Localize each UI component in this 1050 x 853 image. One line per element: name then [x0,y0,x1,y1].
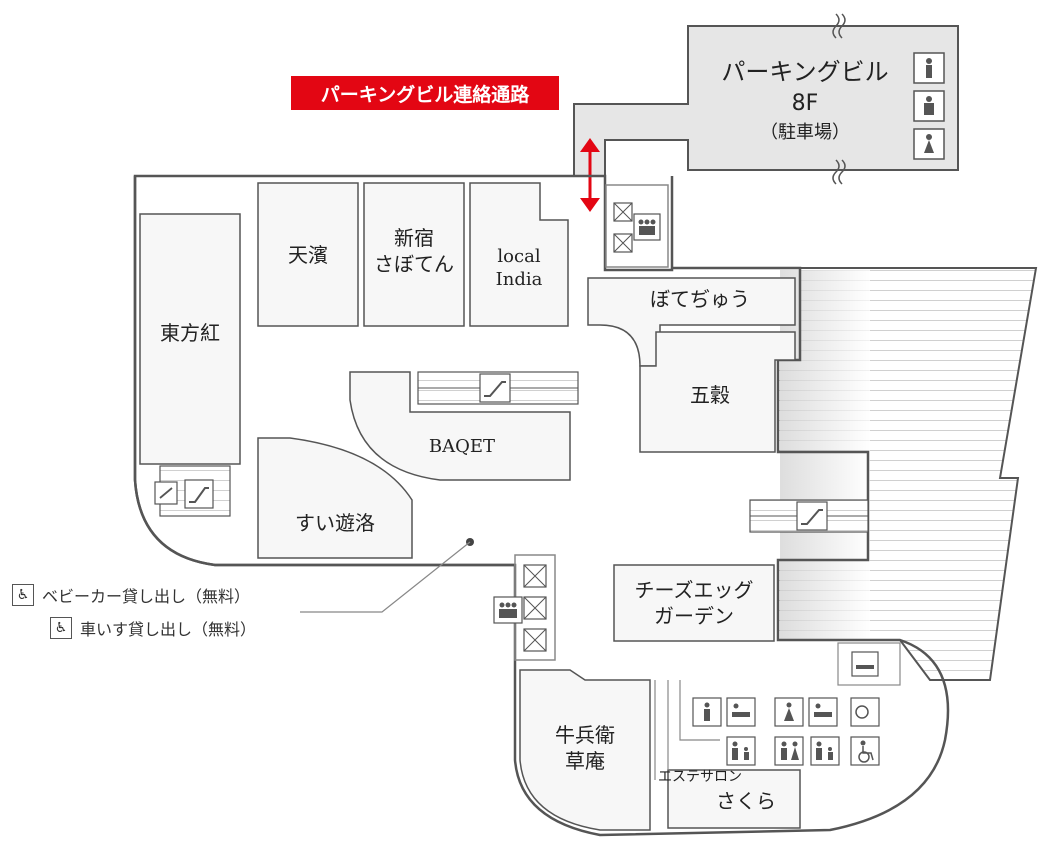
elevator-group-top [605,184,669,268]
escalator-icon [184,479,214,509]
elevator-group-bottom [493,554,556,661]
shop-label: India [496,269,543,290]
rental-point-marker [300,538,474,613]
shop-label: ぼてぢゅう [650,287,750,311]
shop-baqet[interactable]: BAQET [349,371,571,481]
shop-gokoku[interactable]: 五穀 [639,331,796,453]
shop-shinjuku-saboten[interactable]: 新宿 さぼてん [363,182,465,327]
shop-label: 牛兵衛 [555,723,615,747]
parking-floor: 8F [792,91,819,116]
shop-label: 東方紅 [160,321,220,345]
shop-label: BAQET [429,436,495,457]
break-mark-icon [832,159,846,185]
legend-wheelchair-label: 車いす貸し出し（無料） [80,620,257,639]
shop-label: 五穀 [690,383,730,407]
parking-building: パーキングビル 8F （駐車場） [573,13,959,185]
parking-subtitle: （駐車場） [760,122,850,143]
shop-label: 新宿 [394,226,434,250]
escalator-icon [796,501,828,531]
shop-gyubee-soan[interactable]: 牛兵衛 草庵 [519,669,651,831]
ostomate-icon [850,697,880,727]
parking-connection-banner: パーキングビル連絡通路 [291,76,559,110]
shop-suiyuraku[interactable]: すい遊洛 [257,437,413,559]
facility-icons [692,697,880,766]
shop-label: 草庵 [565,749,605,773]
shop-label: すい遊洛 [295,511,375,535]
family-restroom-icon [810,736,840,766]
smoking-icon [851,651,879,677]
shop-label: さくら [716,789,776,813]
shop-local-india[interactable]: local India [469,182,569,327]
restroom-icons [913,52,945,160]
break-mark-icon [832,13,846,39]
legend-wheelchair: ♿ 車いす貸し出し（無料） [50,616,256,640]
stair-area [777,267,1038,681]
shop-label: チーズエッグ [635,578,754,602]
shop-cheese-egg-garden[interactable]: チーズエッグ ガーデン [613,564,775,642]
shop-tohokou[interactable]: 東方紅 [139,213,241,465]
parking-title: パーキングビル [721,58,888,86]
family-restroom-icon [726,736,756,766]
legend-stroller: ♿ ベビーカー貸し出し（無料） [12,583,250,607]
stairs-left [154,465,231,517]
escalator-center [417,371,579,405]
escalator-icon [479,373,511,403]
shop-label: 天濱 [288,243,328,267]
wheelchair-icon: ♿ [50,617,72,639]
shop-label: ガーデン [654,604,734,628]
shop-label: さぼてん [374,252,454,276]
legend-stroller-label: ベビーカー貸し出し（無料） [42,587,251,606]
shop-label: エステサロン [658,769,742,785]
shop-label: local [497,246,540,267]
stroller-icon: ♿ [12,584,34,606]
shop-botejyu[interactable]: ぼてぢゅう [587,277,796,367]
smoking-area [837,642,901,686]
shop-esthe-salon-sakura[interactable]: エステサロン さくら [658,769,801,829]
shop-tenhin[interactable]: 天濱 [257,182,359,327]
wheelchair-icon [850,736,880,766]
escalator-right [749,499,869,533]
restroom-icon [774,736,804,766]
